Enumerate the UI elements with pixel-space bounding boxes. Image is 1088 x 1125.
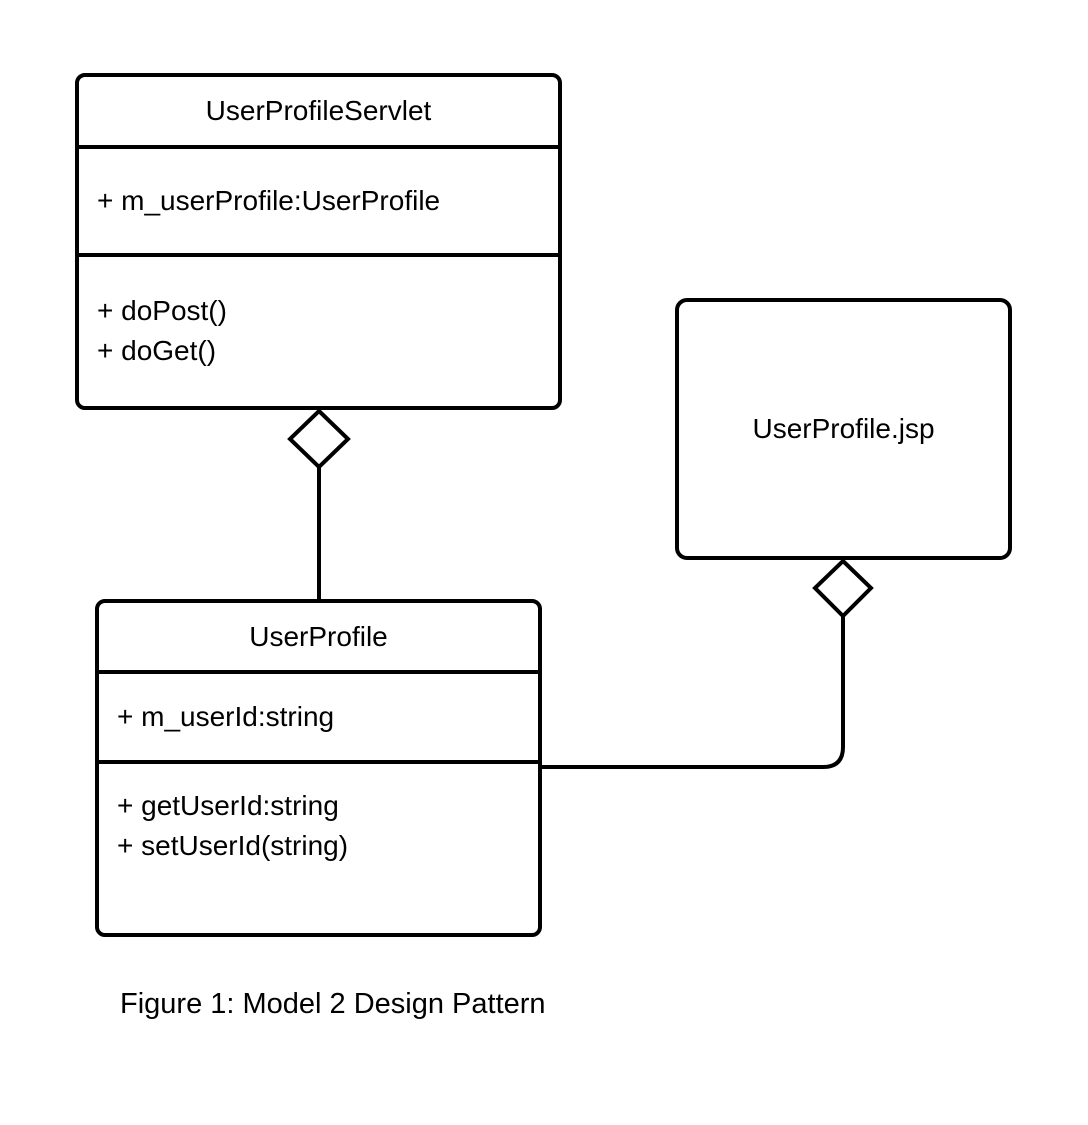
class-attribute: + m_userId:string — [117, 701, 335, 732]
class-box-userprofile: UserProfile + m_userId:string + getUserI… — [95, 599, 542, 937]
component-box-userprofile-jsp: UserProfile.jsp — [675, 298, 1012, 560]
class-attributes-compartment: + m_userProfile:UserProfile — [79, 145, 558, 253]
aggregation-diamond-icon — [287, 408, 351, 470]
class-title: UserProfile — [249, 620, 388, 652]
class-title: UserProfileServlet — [205, 95, 432, 126]
class-attribute: + m_userProfile:UserProfile — [97, 185, 441, 216]
class-method: + doPost() — [97, 295, 227, 326]
class-methods-compartment: + doPost() + doGet() — [79, 253, 558, 406]
class-method: + getUserId:string — [117, 790, 339, 821]
aggregation-diamond-icon — [812, 558, 874, 619]
component-title: UserProfile.jsp — [752, 413, 935, 444]
class-methods-compartment: + getUserId:string + setUserId(string) — [99, 760, 538, 933]
class-method: + doGet() — [97, 335, 217, 366]
class-method: + setUserId(string) — [117, 830, 349, 861]
figure-caption: Figure 1: Model 2 Design Pattern — [120, 988, 546, 1020]
class-box-userprofileservlet: UserProfileServlet + m_userProfile:UserP… — [75, 73, 562, 410]
class-attributes-compartment: + m_userId:string — [99, 670, 538, 760]
aggregation-line-jsp-userprofile — [540, 610, 845, 769]
